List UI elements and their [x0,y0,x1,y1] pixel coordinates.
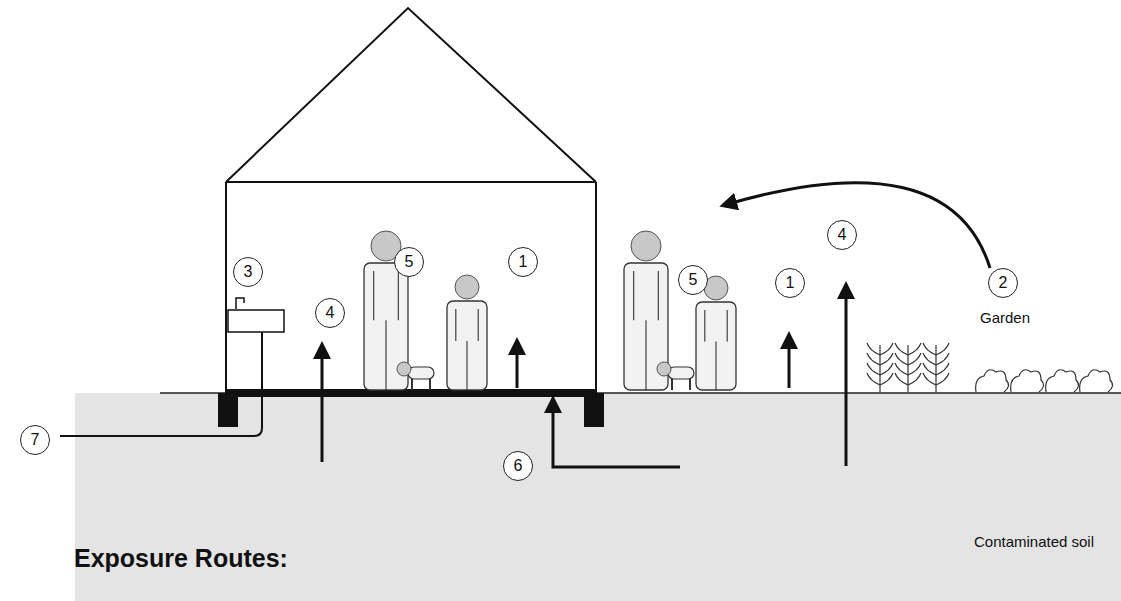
heading: Exposure Routes: [74,544,288,573]
contaminated-soil [75,393,1121,601]
garden-plants [867,343,1113,392]
baby-figure [397,362,434,390]
person-figure [447,275,487,390]
baby-figure [657,362,694,390]
water-pipe [60,332,262,436]
region-label: Contaminated soil [974,534,1094,551]
callout-number: 6 [503,451,533,481]
callout-number: 7 [20,425,50,455]
callout-number: 5 [394,247,424,277]
sink [228,298,284,332]
callout-number: 1 [775,268,805,298]
callout-number: 1 [508,247,538,277]
region-label: Garden [980,310,1030,327]
floor-slab [226,389,596,397]
callout-number: 4 [827,220,857,250]
house [226,8,596,393]
footing [584,393,604,427]
people [364,231,736,390]
callout-number: 5 [678,265,708,295]
callout-number: 4 [315,298,345,328]
callout-number: 3 [233,257,263,287]
exposure-arrows [322,183,990,467]
footing [218,393,238,427]
callout-number: 2 [988,268,1018,298]
person-figure [696,276,736,390]
